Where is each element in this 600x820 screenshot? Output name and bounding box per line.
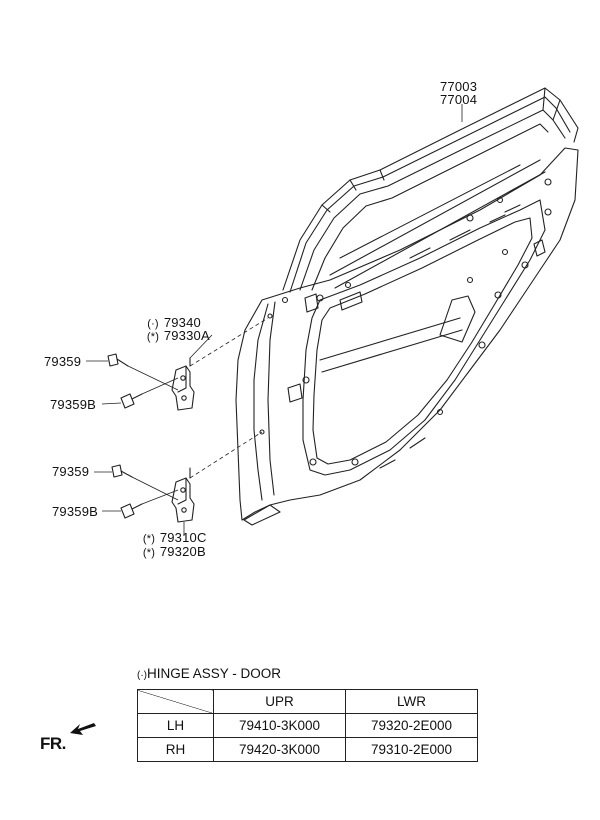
door-window-frame	[282, 87, 579, 293]
front-arrow-icon	[70, 723, 96, 735]
ref-star-icon: (*)	[142, 547, 156, 559]
part-label-77004: 77004	[440, 92, 478, 107]
part-label-79310c: (*) 79310C	[142, 530, 207, 546]
part-label-79359b-lower: 79359B	[52, 504, 99, 519]
upper-bolt-b	[120, 393, 143, 409]
table-header-row: UPR LWR	[137, 689, 478, 714]
table-row: RH 79420-3K000 79310-2E000	[137, 737, 478, 762]
part-label-79359-lower: 79359	[52, 464, 90, 479]
ref-mark-icon: (·)	[137, 670, 147, 681]
lower-bolt-b	[120, 503, 143, 519]
part-label-79340: (·) 79340	[147, 315, 201, 331]
part-label-79359b-upper: 79359B	[50, 397, 97, 412]
column-header-upr: UPR	[213, 689, 346, 714]
dash-leader-lines	[189, 317, 269, 479]
ref-star-icon: (*)	[146, 331, 160, 343]
part-label-79320b: (*) 79320B	[142, 544, 206, 560]
lower-bolt	[111, 464, 133, 478]
part-label-77003: 77003	[440, 79, 478, 94]
lower-hinge	[171, 467, 195, 523]
upper-hinge	[171, 357, 195, 411]
upper-bolt	[107, 353, 129, 367]
row-label-rh: RH	[137, 737, 214, 762]
cell-lh-lwr: 79320-2E000	[345, 713, 478, 738]
cell-rh-lwr: 79310-2E000	[345, 737, 478, 762]
front-direction-label: FR.	[40, 734, 66, 753]
ref-star-icon: (*)	[142, 533, 156, 545]
door-inner-panel	[235, 147, 579, 526]
hinge-assy-table: UPR LWR LH 79410-3K000 79320-2E000 RH 79…	[137, 689, 478, 762]
ref-mark-icon: (·)	[147, 318, 159, 330]
column-header-lwr: LWR	[345, 689, 478, 714]
cell-lh-upr: 79410-3K000	[213, 713, 346, 738]
cell-rh-upr: 79420-3K000	[213, 737, 346, 762]
table-row: LH 79410-3K000 79320-2E000	[137, 713, 478, 738]
leader-lines	[86, 104, 463, 536]
table-corner-cell	[137, 689, 214, 714]
row-label-lh: LH	[137, 713, 214, 738]
table-caption: (·)HINGE ASSY - DOOR	[137, 666, 282, 681]
part-label-79330a: (*) 79330A	[146, 328, 210, 344]
part-label-79359-upper: 79359	[44, 354, 82, 369]
